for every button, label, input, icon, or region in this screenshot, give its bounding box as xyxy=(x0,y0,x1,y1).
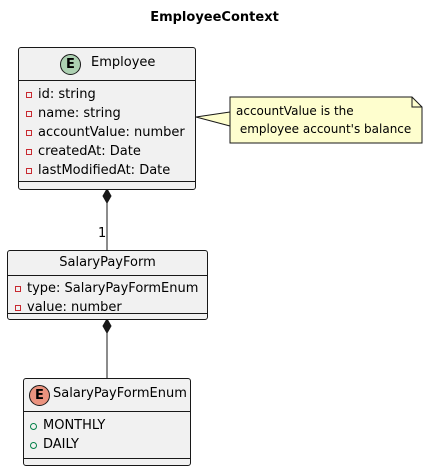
entity-stereotype-icon: E xyxy=(60,54,81,75)
class-employee-fields: id: string name: string accountValue: nu… xyxy=(19,81,195,180)
enum-value-text: MONTHLY xyxy=(43,418,106,433)
note-text: accountValue is the employee account's b… xyxy=(236,102,421,138)
private-visibility-icon xyxy=(15,286,21,292)
diagram-title: EmployeeContext xyxy=(150,10,279,25)
class-employee-header: E Employee xyxy=(19,48,195,81)
note-line-1: accountValue is the xyxy=(236,104,354,118)
class-salary-pay-form-name: SalaryPayForm xyxy=(59,255,156,270)
field-row: type: SalaryPayFormEnum xyxy=(8,279,207,298)
enum-salary-pay-form-enum[interactable]: E SalaryPayFormEnum MONTHLY DAILY xyxy=(23,378,191,466)
private-visibility-icon xyxy=(26,111,32,117)
private-visibility-icon xyxy=(26,130,32,136)
enum-values: MONTHLY DAILY xyxy=(24,412,190,454)
field-row: id: string xyxy=(19,85,195,104)
field-row: accountValue: number xyxy=(19,123,195,142)
field-text: createdAt: Date xyxy=(38,144,141,159)
private-visibility-icon xyxy=(15,305,21,311)
note-fold xyxy=(411,97,422,108)
note-connector xyxy=(195,111,231,127)
multiplicity-label: 1 xyxy=(98,226,107,241)
composition-diamond-employee xyxy=(102,187,112,205)
methods-compartment xyxy=(8,313,207,314)
private-visibility-icon xyxy=(26,92,32,98)
field-row: name: string xyxy=(19,104,195,123)
field-text: type: SalaryPayFormEnum xyxy=(27,281,199,296)
class-salary-pay-form-fields: type: SalaryPayFormEnum value: number xyxy=(8,276,207,317)
field-row: lastModifiedAt: Date xyxy=(19,161,195,180)
field-text: value: number xyxy=(27,300,122,315)
public-visibility-icon xyxy=(30,442,37,449)
field-text: lastModifiedAt: Date xyxy=(38,163,171,178)
enum-value-text: DAILY xyxy=(43,437,79,452)
methods-compartment xyxy=(19,181,195,182)
class-salary-pay-form[interactable]: SalaryPayForm type: SalaryPayFormEnum va… xyxy=(7,250,208,320)
enum-value-row: MONTHLY xyxy=(24,416,190,435)
field-row: createdAt: Date xyxy=(19,142,195,161)
enum-stereotype-icon: E xyxy=(29,385,50,406)
private-visibility-icon xyxy=(26,149,32,155)
note-shape xyxy=(229,96,423,144)
field-text: accountValue: number xyxy=(38,125,185,140)
class-employee-name: Employee xyxy=(91,55,156,70)
class-salary-pay-form-header: SalaryPayForm xyxy=(8,251,207,276)
class-employee[interactable]: E Employee id: string name: string accou… xyxy=(18,47,196,190)
enum-value-row: DAILY xyxy=(24,435,190,454)
field-text: id: string xyxy=(38,87,96,102)
private-visibility-icon xyxy=(26,168,32,174)
public-visibility-icon xyxy=(30,423,37,430)
enum-name: SalaryPayFormEnum xyxy=(53,386,187,401)
field-row: value: number xyxy=(8,298,207,317)
note-line-2: employee account's balance xyxy=(236,122,412,136)
methods-compartment xyxy=(24,458,190,459)
composition-diamond-payform xyxy=(102,317,112,335)
field-text: name: string xyxy=(38,106,121,121)
enum-salary-pay-form-enum-header: E SalaryPayFormEnum xyxy=(24,379,190,412)
